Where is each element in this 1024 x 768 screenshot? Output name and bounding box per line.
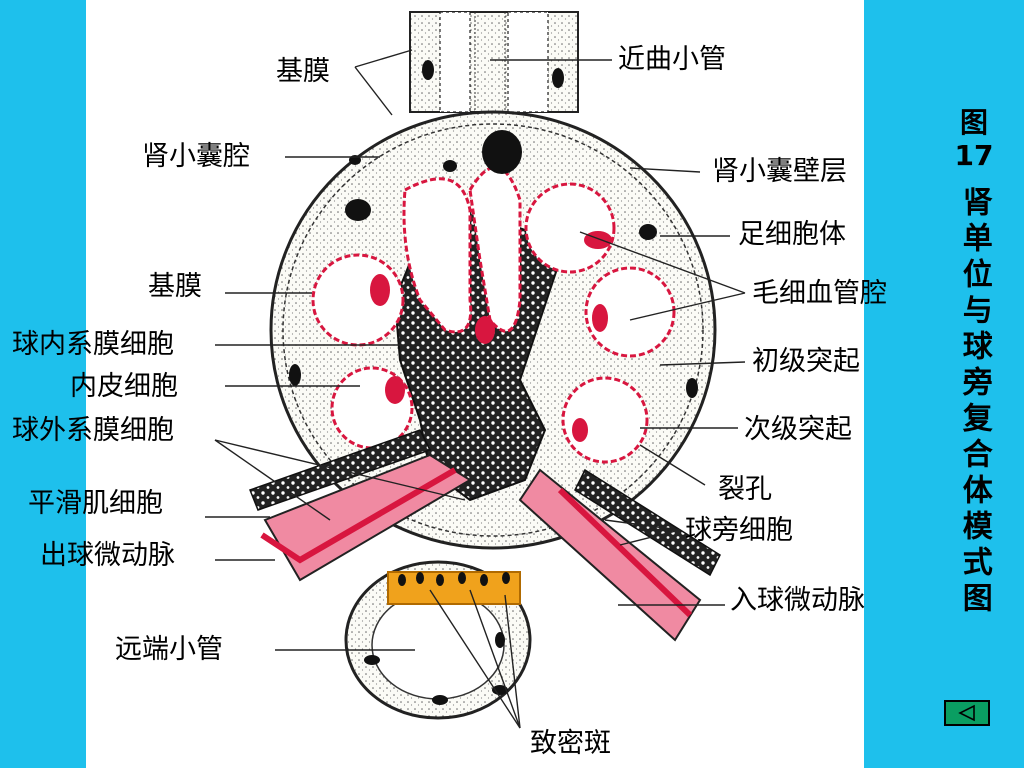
label-slit-pore: 裂孔 (718, 474, 772, 505)
label-extraglomerular-mesangial: 球外系膜细胞 (12, 415, 174, 446)
label-capsule-parietal-layer: 肾小囊壁层 (712, 156, 847, 187)
label-juxtaglomerular-cell: 球旁细胞 (685, 515, 793, 546)
arterioles (249, 429, 721, 642)
label-macula-densa: 致密斑 (530, 728, 611, 759)
label-capillary-lumen: 毛细血管腔 (752, 278, 887, 309)
figure-number: 图17 (954, 106, 994, 173)
back-triangle-icon (958, 704, 975, 722)
back-button[interactable] (944, 700, 990, 726)
label-intraglomerular-mesangial: 球内系膜细胞 (12, 329, 174, 360)
label-basement-membrane-top: 基膜 (276, 56, 330, 87)
macula-densa (387, 571, 521, 605)
podocyte-nuclei (289, 130, 698, 398)
label-proximal-tubule: 近曲小管 (618, 44, 726, 75)
figure-title: 图17 肾单位与球旁复合体模式图 (954, 106, 994, 626)
label-capsule-lumen: 肾小囊腔 (142, 141, 250, 172)
endothelial-nuclei (370, 231, 612, 442)
leader-lines (205, 49, 746, 729)
label-basement-membrane-mid: 基膜 (148, 271, 202, 302)
label-efferent-arteriole: 出球微动脉 (40, 540, 175, 571)
label-smooth-muscle-cell: 平滑肌细胞 (28, 488, 163, 519)
figure-caption: 肾单位与球旁复合体模式图 (956, 186, 992, 619)
label-primary-process: 初级突起 (752, 346, 860, 377)
label-afferent-arteriole: 入球微动脉 (730, 585, 865, 616)
capillary-loops (311, 166, 676, 464)
proximal-tubule (409, 11, 579, 113)
label-distal-tubule: 远端小管 (115, 634, 223, 665)
label-podocyte-body: 足细胞体 (738, 219, 846, 250)
label-secondary-process: 次级突起 (744, 414, 852, 445)
label-endothelial-cell: 内皮细胞 (70, 371, 178, 402)
